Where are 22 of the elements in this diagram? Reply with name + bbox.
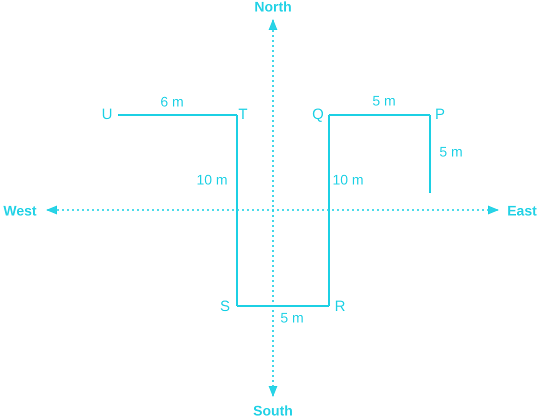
path-line: [237, 305, 329, 307]
path-line: [329, 114, 430, 116]
distance-label: 5 m: [279, 310, 305, 326]
point-label: P: [435, 107, 445, 123]
distance-label: 6 m: [159, 94, 185, 110]
point-label: T: [238, 107, 248, 123]
point-label: U: [102, 107, 112, 123]
distance-label: 10 m: [331, 172, 365, 188]
point-label: Q: [312, 107, 324, 123]
path-line: [236, 115, 238, 306]
direction-label: South: [253, 404, 293, 418]
distance-label: 10 m: [195, 172, 229, 188]
direction-label: West: [3, 204, 37, 218]
distance-label: 5 m: [438, 144, 464, 160]
path-line: [118, 114, 237, 116]
point-label: R: [334, 299, 346, 315]
point-label: S: [220, 299, 230, 315]
distance-label: 5 m: [371, 94, 397, 108]
direction-label: North: [254, 0, 292, 14]
path-line: [429, 115, 431, 193]
path-line: [328, 115, 330, 306]
direction-label: East: [507, 204, 537, 218]
